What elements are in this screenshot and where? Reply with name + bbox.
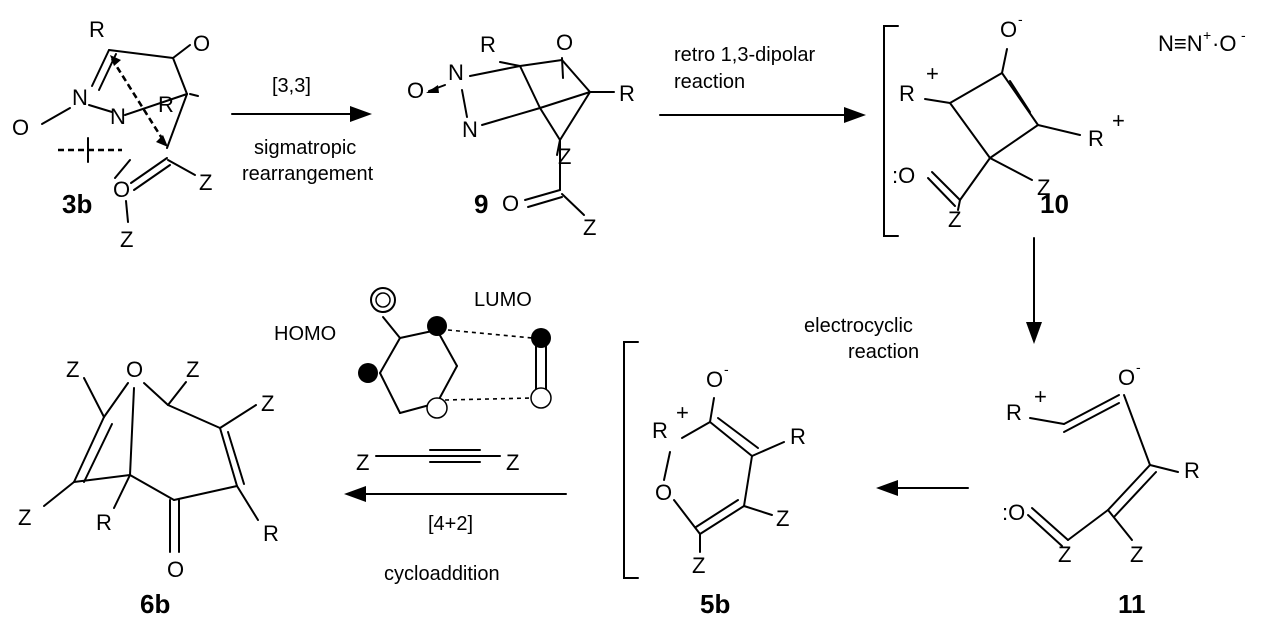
step3-label-line2: reaction	[848, 341, 919, 363]
orbital-lobe	[426, 397, 448, 419]
nitrous-oxide: N≡N	[1158, 31, 1203, 56]
step5-bottom-label: cycloaddition	[384, 563, 500, 585]
atom-z: Z	[120, 227, 133, 252]
atom-n: N	[110, 104, 126, 129]
atom-plus: +	[1034, 384, 1047, 409]
step2-label-line2: reaction	[674, 71, 745, 93]
atom-z: Z	[186, 357, 199, 382]
arrow-step-4	[876, 480, 969, 496]
atom-r: R	[1006, 400, 1022, 425]
plus-sign: +	[1112, 108, 1125, 133]
charge-plus: +	[1203, 27, 1211, 43]
atom-r: R	[899, 81, 915, 106]
step3-label-line1: electrocyclic	[804, 315, 913, 337]
atom-z: Z	[558, 144, 571, 169]
charge-minus: -	[724, 361, 729, 377]
atom-o: O	[1118, 365, 1135, 390]
arrow-step-3	[1026, 237, 1042, 344]
orbital-lobe	[530, 387, 552, 409]
step1-bottom-label-2: rearrangement	[242, 163, 374, 185]
atom-r: R	[158, 92, 174, 117]
atom-z: Z	[199, 170, 212, 195]
atom-colon-o: :O	[1002, 500, 1025, 525]
atom-o: O	[12, 115, 29, 140]
atom-z: Z	[18, 505, 31, 530]
nitrous-oxide-o: ·O	[1212, 31, 1236, 56]
orbital-lobe	[531, 328, 551, 348]
atom-z: Z	[692, 553, 705, 578]
atom-z: Z	[506, 450, 519, 475]
atom-o: O	[407, 78, 424, 103]
atom-plus: +	[676, 400, 689, 425]
compound-5b-structure: R + O - R O Z Z	[623, 341, 806, 579]
atom-z: Z	[1058, 542, 1071, 567]
charge-minus: -	[1136, 359, 1141, 375]
atom-plus: +	[926, 61, 939, 86]
atom-r: R	[790, 424, 806, 449]
atom-z: Z	[1130, 542, 1143, 567]
atom-z: Z	[948, 207, 961, 232]
atom-r: R	[1184, 458, 1200, 483]
compound-label-5b: 5b	[700, 589, 730, 619]
step1-top-label: [3,3]	[272, 75, 311, 97]
atom-o: O	[556, 30, 573, 55]
atom-z: Z	[356, 450, 369, 475]
atom-z: Z	[261, 391, 274, 416]
atom-z: Z	[583, 215, 596, 240]
atom-r: R	[652, 418, 668, 443]
atom-r: R	[619, 81, 635, 106]
charge-minus: -	[1241, 27, 1246, 43]
orbital-lobe	[358, 363, 378, 383]
compound-label-10: 10	[1040, 189, 1069, 219]
arrow-step-1	[231, 106, 372, 122]
lumo-label: LUMO	[474, 289, 532, 311]
compound-label-6b: 6b	[140, 589, 170, 619]
atom-n: N	[72, 85, 88, 110]
atom-z: Z	[776, 506, 789, 531]
atom-o: O	[167, 557, 184, 582]
atom-o: O	[1000, 17, 1017, 42]
atom-o: O	[706, 367, 723, 392]
atom-o: O	[193, 31, 210, 56]
step1-bottom-label-1: sigmatropic	[254, 137, 356, 159]
orbital-lobe	[427, 316, 447, 336]
atom-n: N	[462, 117, 478, 142]
atom-o: O	[502, 191, 519, 216]
compound-3b-structure: R O R N N O O Z Z	[12, 17, 212, 252]
atom-n: N	[448, 60, 464, 85]
atom-o: O	[113, 177, 130, 202]
compound-label-3b: 3b	[62, 189, 92, 219]
atom-colon-o: :O	[892, 163, 915, 188]
atom-o: O	[126, 357, 143, 382]
step2-label-line1: retro 1,3-dipolar	[674, 44, 816, 66]
atom-r: R	[89, 17, 105, 42]
atom-o: O	[655, 480, 672, 505]
atom-r: R	[96, 510, 112, 535]
compound-10-structure: R + O - R Z :O Z	[883, 11, 1104, 237]
compound-label-11: 11	[1118, 589, 1146, 619]
atom-r: R	[480, 32, 496, 57]
step5-top-label: [4+2]	[428, 513, 473, 535]
arrow-step-2	[659, 107, 866, 123]
charge-minus: -	[1018, 11, 1023, 27]
compound-6b-structure: Z O Z Z Z R R O	[18, 357, 279, 582]
alkyne-reagent: Z Z	[356, 449, 519, 475]
compound-11-structure: R + O - R :O Z Z	[1002, 359, 1200, 567]
atom-z: Z	[1037, 175, 1050, 200]
compound-9-structure: R O R O N N Z O Z	[407, 30, 635, 240]
atom-r: R	[263, 521, 279, 546]
homo-label: HOMO	[274, 323, 336, 345]
orbital-diagram	[358, 287, 552, 419]
atom-r: R	[1088, 126, 1104, 151]
atom-z: Z	[66, 357, 79, 382]
compound-label-9: 9	[474, 189, 488, 219]
arrow-step-5	[344, 486, 567, 502]
